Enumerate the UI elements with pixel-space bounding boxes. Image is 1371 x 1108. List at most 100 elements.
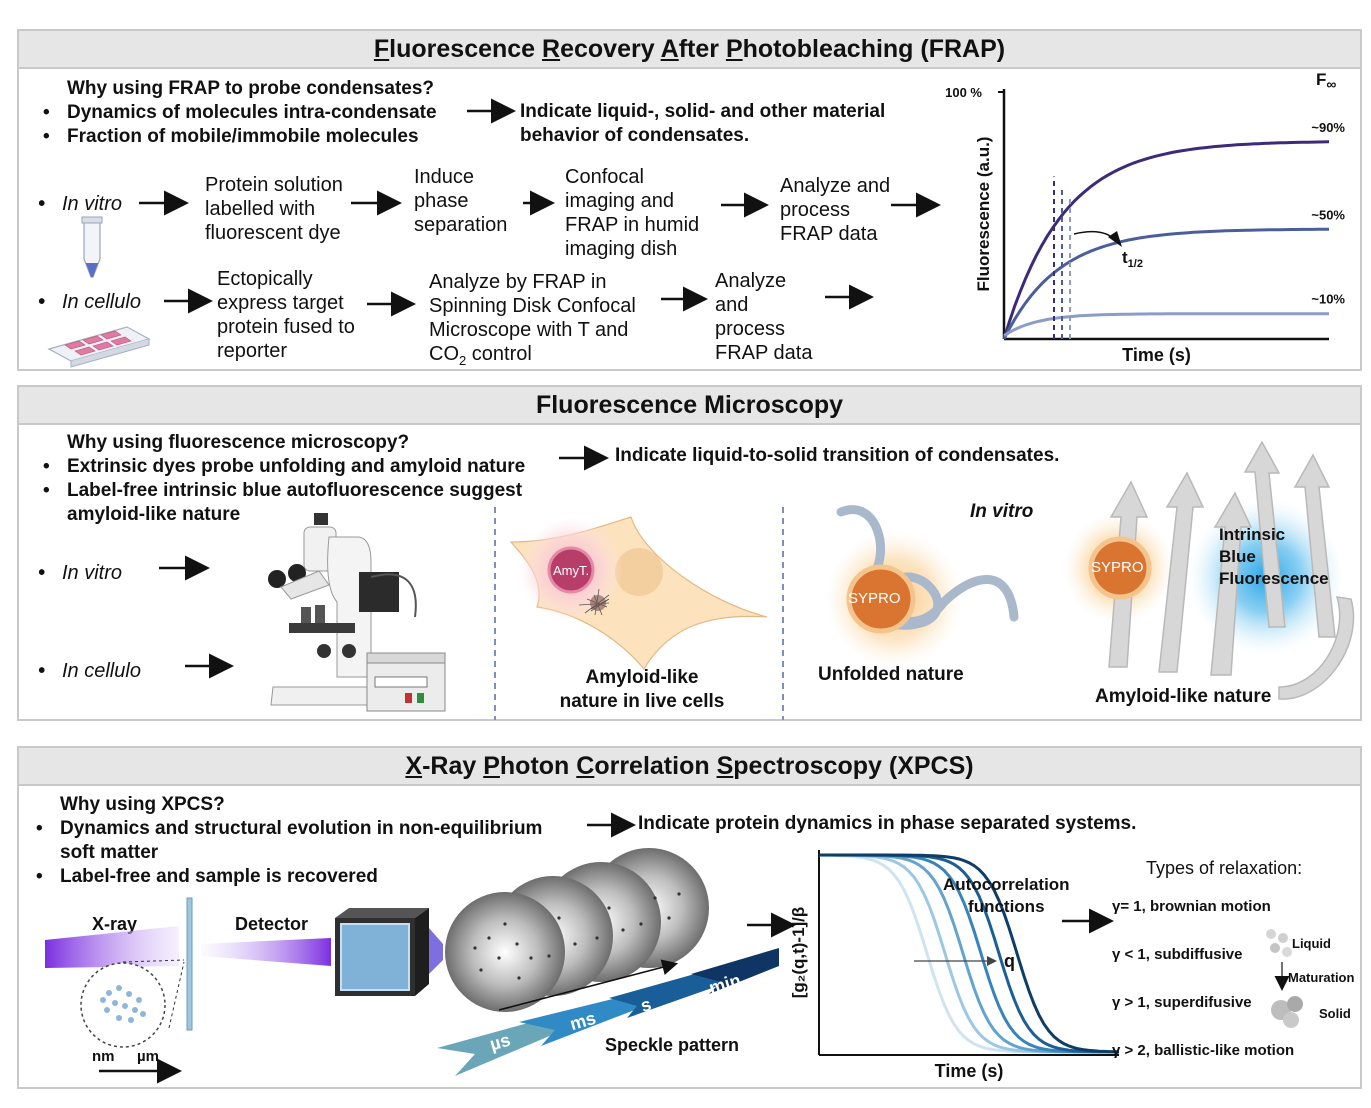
frap-panel: Fluorescence Recovery After Photobleachi… bbox=[17, 29, 1362, 371]
xpcs-title-word-2: orrelation bbox=[594, 752, 717, 780]
frap-curve-2 bbox=[1002, 227, 1329, 340]
xpcs-title-word-0: -Ray bbox=[422, 752, 484, 780]
detector-icon bbox=[335, 908, 443, 996]
xray-label: X-ray bbox=[92, 914, 138, 934]
frap-finf-label: F∞ bbox=[1316, 70, 1336, 92]
scattered-beam bbox=[201, 938, 331, 966]
frap-half-label: t1/2 bbox=[1122, 248, 1143, 270]
unfolded-caption: Unfolded nature bbox=[818, 664, 964, 685]
xpcs-title-initial-1: P bbox=[483, 752, 500, 780]
xpcs-q-label: q bbox=[1004, 951, 1015, 971]
xpcs-title-initial-2: C bbox=[576, 752, 595, 780]
unfolded-illustration bbox=[826, 505, 1019, 667]
fluor-invitro-label: In vitro bbox=[38, 562, 122, 585]
xpcs-panel: X-Ray Photon Correlation Spectroscopy (X… bbox=[17, 746, 1362, 1089]
frap-chart: 100 % Fluorescence (a.u.) Time (s) ~90% ~50%… bbox=[945, 70, 1345, 365]
fluor-why-heading: Why using fluorescence microscopy? bbox=[67, 432, 410, 453]
time-scale-chevrons bbox=[437, 948, 779, 1076]
fluor-invitro-tag: In vitro bbox=[970, 501, 1034, 522]
liquid-label: Liquid bbox=[1292, 936, 1331, 951]
frap-y-label: Fluorescence (a.u.) bbox=[974, 137, 993, 292]
xpcs-y-label: [g₂(q,t)-1]/β bbox=[789, 907, 808, 999]
microscope-icon bbox=[268, 513, 446, 712]
relax-item-4: γ > 2, ballistic-like motion bbox=[1112, 1042, 1295, 1059]
amyt-label: AmyT. bbox=[553, 563, 590, 578]
xpcs-x-label: Time (s) bbox=[935, 1061, 1004, 1081]
fluor-illustrations bbox=[159, 440, 1355, 720]
xpcs-illustrations bbox=[45, 812, 1303, 1084]
xpcs-title-initial-0: X bbox=[405, 752, 423, 780]
frap-invitro-label: In vitro bbox=[38, 193, 122, 216]
relax-item-3: γ > 1, superdifusive bbox=[1112, 994, 1252, 1011]
frap-incellulo-label: In cellulo bbox=[38, 291, 141, 314]
fluor-panel: Fluorescence Microscopy Why using fluore… bbox=[17, 385, 1362, 721]
frap-x-label: Time (s) bbox=[1122, 345, 1191, 365]
relax-item-1: γ= 1, brownian motion bbox=[1112, 898, 1271, 915]
fluor-title: Fluorescence Microscopy bbox=[19, 387, 1360, 425]
relax-item-2: γ < 1, subdiffusive bbox=[1112, 946, 1243, 963]
frap-title-initial-0: F bbox=[373, 35, 390, 63]
xpcs-title-word-3: pectroscopy (XPCS) bbox=[733, 752, 974, 780]
frap-title: Fluorescence Recovery After Photobleachi… bbox=[19, 31, 1360, 69]
xpcs-indicate: Indicate protein dynamics in phase separ… bbox=[638, 813, 1137, 834]
frap-indicate-2: behavior of condensates. bbox=[520, 125, 750, 146]
frap-title-initial-3: P bbox=[725, 35, 743, 63]
frap-curve-3 bbox=[1003, 312, 1329, 337]
frap-indicate-1: Indicate liquid-, solid- and other mater… bbox=[520, 101, 886, 122]
frap-title-initial-1: R bbox=[542, 35, 561, 63]
fluor-why-point-2: Label-free intrinsic blue autofluorescen… bbox=[43, 480, 522, 502]
fluor-why-point-2-cont: amyloid-like nature bbox=[67, 504, 241, 525]
frap-title-word-2: fter bbox=[678, 35, 726, 63]
frap-title-word-3: hotobleaching (FRAP) bbox=[742, 35, 1006, 63]
frap-arrows bbox=[47, 98, 941, 368]
frap-series-label-3: ~10% bbox=[1311, 292, 1345, 307]
relax-title: Types of relaxation: bbox=[1146, 858, 1303, 878]
solid-label: Solid bbox=[1319, 1006, 1351, 1021]
frap-half-arrowhead bbox=[1108, 231, 1122, 247]
capillary bbox=[186, 897, 193, 1031]
sample-magnifier bbox=[80, 959, 185, 1048]
frap-title-word-1: ecovery bbox=[560, 35, 661, 63]
frap-curve-1 bbox=[1002, 140, 1330, 340]
amyloid-illustration bbox=[1064, 440, 1355, 700]
xpcs-why-point-2: Label-free and sample is recovered bbox=[36, 866, 378, 888]
xpcs-title-word-1: hoton bbox=[499, 752, 577, 780]
chamber-slide-icon bbox=[47, 326, 151, 368]
scale-nm: nm bbox=[92, 1048, 115, 1065]
frap-title-initial-2: A bbox=[660, 35, 679, 63]
frap-why-heading: Why using FRAP to probe condensates? bbox=[67, 78, 435, 99]
relaxation-blobs bbox=[1266, 929, 1303, 1028]
frap-series-label-2: ~50% bbox=[1311, 207, 1345, 222]
xray-beam bbox=[45, 926, 179, 968]
amyloid-caption: Amyloid-like nature bbox=[1095, 686, 1272, 707]
frap-half-sub: 1/2 bbox=[1128, 258, 1143, 270]
fluor-indicate: Indicate liquid-to-solid transition of c… bbox=[615, 445, 1060, 466]
sypro-label-1: SYPRO bbox=[848, 590, 901, 607]
xpcs-why-point-1: Dynamics and structural evolution in non… bbox=[36, 818, 542, 840]
frap-why-point-2: Fraction of mobile/immobile molecules bbox=[43, 126, 419, 148]
maturation-label: Maturation bbox=[1288, 970, 1355, 985]
fluor-incellulo-label: In cellulo bbox=[38, 660, 141, 683]
xpcs-q-arrowhead bbox=[987, 956, 997, 966]
frap-series-label-1: ~90% bbox=[1311, 120, 1345, 135]
frap-why-point-1: Dynamics of molecules intra-condensate bbox=[43, 102, 437, 124]
fluor-why-point-1: Extrinsic dyes probe unfolding and amylo… bbox=[43, 456, 525, 478]
frap-finf-sub: ∞ bbox=[1326, 76, 1336, 92]
xpcs-title-initial-3: S bbox=[716, 752, 734, 780]
xpcs-curve-6 bbox=[819, 853, 1120, 1054]
xpcs-why-heading: Why using XPCS? bbox=[60, 794, 225, 815]
sypro-label-2: SYPRO bbox=[1091, 559, 1144, 576]
frap-y-max-label: 100 % bbox=[945, 85, 982, 100]
detector-label: Detector bbox=[235, 914, 309, 934]
xpcs-title: X-Ray Photon Correlation Spectroscopy (X… bbox=[19, 748, 1360, 786]
